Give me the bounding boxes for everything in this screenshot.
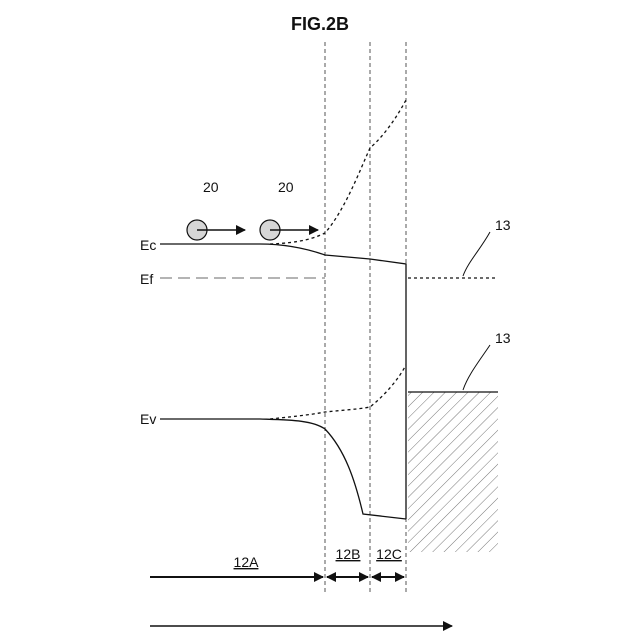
ef-label: Ef [140, 271, 153, 287]
electrode-label-lower: 13 [495, 330, 511, 346]
electrode-hatch [408, 392, 498, 552]
figure-title: FIG.2B [291, 14, 349, 34]
region-label-12c: 12C [376, 546, 402, 562]
electrode-leader-lower [463, 345, 490, 390]
conduction-band-line [160, 244, 406, 519]
ev-label: Ev [140, 411, 156, 427]
region-boundaries [325, 42, 406, 595]
carrier-2: 20 [260, 179, 318, 240]
electrode-label-upper: 13 [495, 217, 511, 233]
ec-label: Ec [140, 237, 156, 253]
valence-band-dotted-line [270, 365, 406, 419]
carrier-1: 20 [187, 179, 245, 240]
carrier-label: 20 [203, 179, 219, 195]
conduction-band-dotted-line [270, 100, 406, 244]
electrode-leader-upper [463, 232, 490, 276]
region-label-12a: 12A [234, 554, 260, 570]
carrier-label: 20 [278, 179, 294, 195]
valence-band-line [160, 419, 406, 519]
region-label-12b: 12B [336, 546, 361, 562]
